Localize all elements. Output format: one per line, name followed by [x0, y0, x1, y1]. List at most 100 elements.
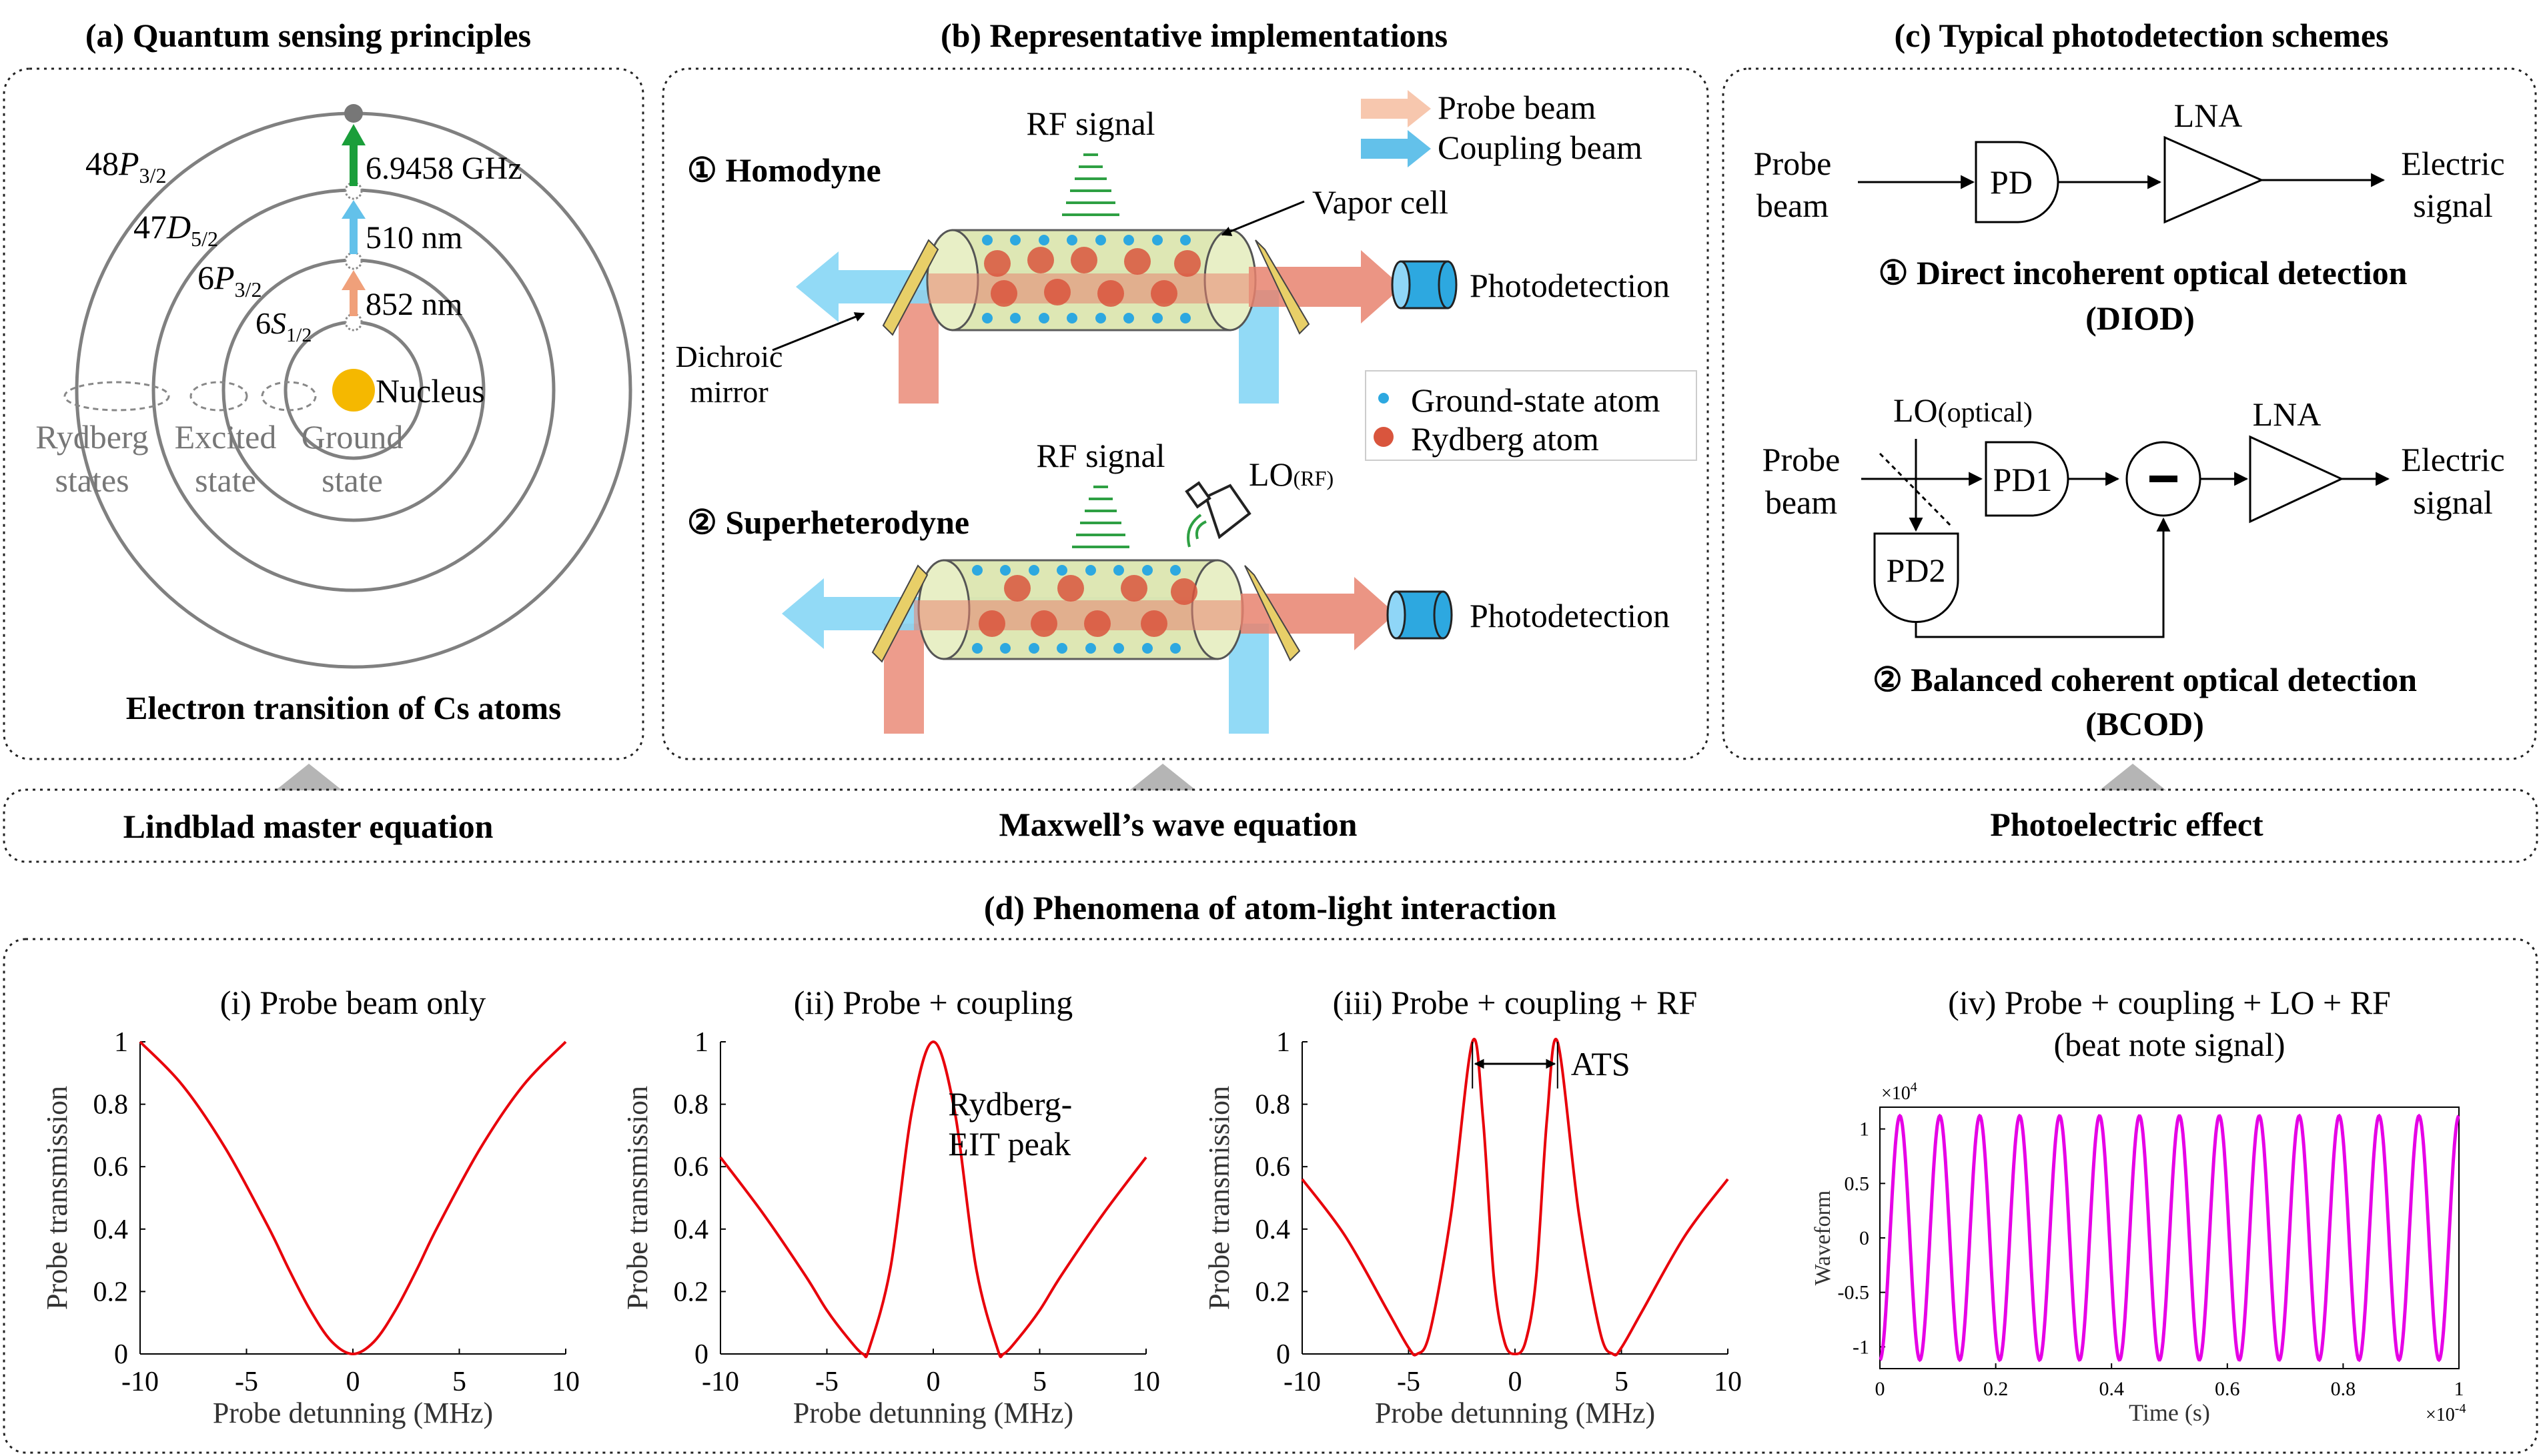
y-tick-label: 1 [1859, 1119, 1869, 1141]
probe-arrow-shaft [350, 288, 358, 316]
rf-signal-label-1: RF signal [1026, 105, 1155, 142]
y-tick-label: 1 [114, 1027, 128, 1058]
y-tick-label: 1 [1276, 1027, 1290, 1058]
superhet-title: ② Superheterodyne [687, 504, 969, 541]
electron-6p [344, 251, 363, 270]
x-tick-label: 0.2 [1983, 1378, 2009, 1400]
state-label-rydberg-1: Rydberg [35, 418, 148, 456]
y-multiplier-exp: 4 [1911, 1080, 1917, 1095]
x-tick-label: 5 [1614, 1367, 1628, 1397]
rf-arrow-head [342, 124, 366, 145]
rf-signal-label-2: RF signal [1036, 437, 1165, 474]
x-tick-label: 0 [1875, 1378, 1885, 1400]
lna-label-1: LNA [2174, 97, 2243, 134]
y-tick-label: 0.6 [1255, 1152, 1291, 1183]
coupling-arrow-shaft [350, 217, 358, 254]
lna-symbol-2 [2249, 435, 2344, 524]
right-mirror-2 [1244, 565, 1301, 662]
state-label-excited-1: Excited [175, 418, 277, 456]
y-tick-label: -0.5 [1838, 1282, 1870, 1304]
pd1-symbol [1985, 441, 2069, 517]
panel-c-title: (c) Typical photodetection schemes [1894, 17, 2388, 54]
electron-48p [344, 104, 363, 123]
photodetection-label-2: Photodetection [1470, 597, 1670, 634]
dichroic-mirror-1 [882, 239, 939, 336]
x-tick-label: -5 [235, 1367, 258, 1397]
excited-state-ellipse [189, 381, 248, 412]
photodetection-label-1: Photodetection [1470, 267, 1670, 304]
y-tick-label: 0 [694, 1339, 708, 1370]
y-tick-label: 0.8 [1255, 1090, 1291, 1121]
x-tick-label: 0.6 [2215, 1378, 2240, 1400]
y-axis-label: Probe transmission [621, 1086, 654, 1310]
y-tick-label: 0.4 [1255, 1215, 1291, 1245]
chart-title: (iii) Probe + coupling + RF [1333, 984, 1698, 1021]
y-tick-label: 0 [1859, 1227, 1869, 1249]
pd-label: PD [1990, 163, 2033, 201]
y-tick-label: 0 [114, 1339, 128, 1370]
legend-rydberg-dot [1374, 427, 1394, 447]
y-tick-label: 0.5 [1845, 1173, 1870, 1195]
right-mirror-1 [1255, 239, 1310, 335]
x-tick-label: 10 [1132, 1367, 1160, 1397]
chart-title: (iv) Probe + coupling + LO + RF [1948, 984, 2391, 1021]
y-tick-label: -1 [1853, 1336, 1869, 1358]
level-6s: 6S1/2 [256, 306, 312, 346]
dichroic-pointer [772, 312, 865, 351]
up-arrow-middle [1129, 764, 1196, 790]
lo-optical-label: LO(optical) [1893, 392, 2033, 429]
annotation-ats: ATS [1571, 1045, 1630, 1082]
legend-ground-dot [1378, 393, 1389, 404]
pd2-wire [1915, 517, 2171, 638]
photodetector-2-icon [1386, 590, 1453, 640]
bcod-title: ② Balanced coherent optical detection [1873, 661, 2417, 698]
diod-electric-1: Electric [2401, 145, 2504, 182]
x-multiplier: ×10-4 [2426, 1401, 2466, 1425]
vapor-cell-pointer [1221, 200, 1305, 236]
y-axis-label: Probe transmission [1203, 1086, 1235, 1310]
panel-d-frame [3, 938, 2538, 1454]
x-axis-label: Probe detunning (MHz) [213, 1397, 493, 1429]
lo-rf-label: LO(RF) [1249, 456, 1334, 493]
coupling-beam-left-2 [782, 578, 914, 649]
panel-a-caption: Electron transition of Cs atoms [126, 690, 561, 726]
bcod-electric-1: Electric [2401, 441, 2504, 478]
x-axis-label: Time (s) [2129, 1399, 2210, 1426]
y-tick-label: 0.2 [93, 1277, 129, 1307]
x-tick-label: 10 [552, 1367, 580, 1397]
x-tick-label: -5 [1397, 1367, 1420, 1397]
lna-symbol-1 [2163, 135, 2264, 224]
x-tick-label: 10 [1714, 1367, 1742, 1397]
y-multiplier-base: ×10 [1881, 1083, 1911, 1104]
diod-probe-1: Probe [1754, 145, 1832, 182]
x-tick-label: -10 [702, 1367, 739, 1397]
legend-probe-label: Probe beam [1438, 89, 1596, 126]
level-6p: 6P3/2 [197, 259, 262, 301]
x-multiplier-exp: -4 [2455, 1401, 2466, 1416]
panel-d-title: (d) Phenomena of atom-light interaction [984, 889, 1556, 926]
y-multiplier: ×104 [1881, 1080, 1917, 1104]
rf-arrow-shaft [350, 143, 358, 186]
y-tick-label: 0.6 [93, 1152, 129, 1183]
y-tick-label: 0 [1276, 1339, 1290, 1370]
photodetector-1-icon [1391, 260, 1458, 309]
electron-6s [344, 313, 363, 331]
diod-title: ① Direct incoherent optical detection [1879, 254, 2408, 291]
diod-acronym: (DIOD) [2085, 299, 2195, 337]
bcod-probe-1: Probe [1762, 441, 1841, 478]
atoms-cell-1 [982, 235, 1201, 323]
equations-frame [3, 788, 2538, 863]
annotation-eit-peak: EIT peak [948, 1125, 1071, 1163]
panel-a-title: (a) Quantum sensing principles [85, 17, 531, 54]
level-48p: 48P3/2 [85, 145, 166, 187]
panel-b-content: Probe beam Coupling beam Ground-state at… [676, 89, 1697, 734]
bcod-probe-2: beam [1765, 484, 1837, 521]
x-multiplier-base: ×10 [2426, 1405, 2455, 1425]
state-label-ground-2: state [322, 462, 383, 499]
chart-title: (i) Probe beam only [220, 984, 486, 1021]
panel-b-title: (b) Representative implementations [941, 17, 1448, 54]
minus-icon [2149, 476, 2177, 482]
legend-coupling-arrow [1361, 130, 1431, 167]
